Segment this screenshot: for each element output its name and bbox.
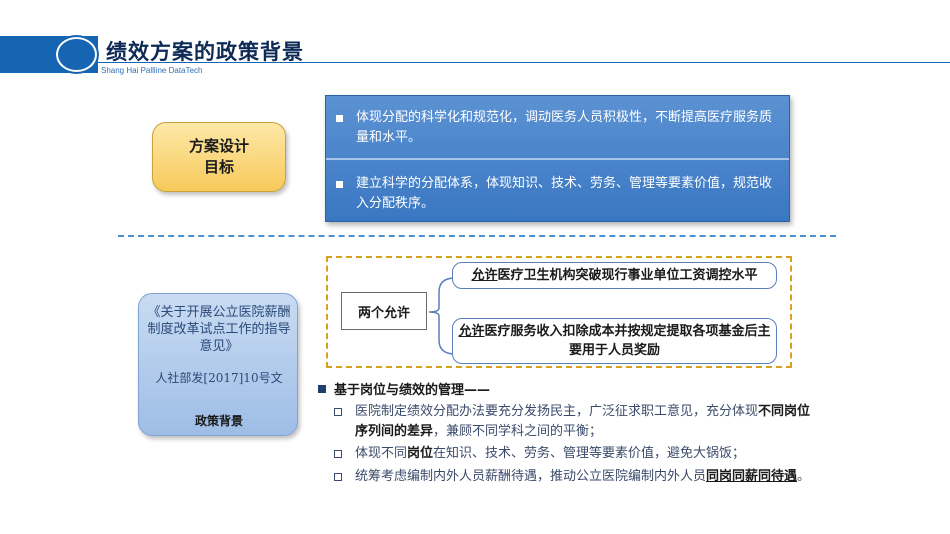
goal-item-text: 体现分配的科学化和规范化，调动医务人员积极性，不断提高医疗服务质量和水平。 bbox=[356, 110, 773, 145]
management-item: 统筹考虑编制内外人员薪酬待遇，推动公立医院编制内外人员同岗同薪同待遇。 bbox=[334, 467, 820, 487]
management-highlight: 岗位 bbox=[407, 446, 434, 461]
goal-separator bbox=[326, 158, 789, 160]
square-bullet-icon bbox=[336, 115, 343, 122]
checkbox-bullet-icon bbox=[334, 473, 342, 481]
goal-label: 方案设计 目标 bbox=[152, 122, 286, 192]
management-text: 体现不同 bbox=[355, 446, 408, 461]
goal-box: 体现分配的科学化和规范化，调动医务人员积极性，不断提高医疗服务质量和水平。 建立… bbox=[325, 95, 790, 222]
goal-item: 体现分配的科学化和规范化，调动医务人员积极性，不断提高医疗服务质量和水平。 bbox=[336, 108, 784, 148]
header-circle-icon bbox=[56, 37, 97, 72]
allow-text: 医疗卫生机构突破现行事业单位工资调控水平 bbox=[497, 268, 758, 283]
allow-keyword: 允许 bbox=[458, 324, 485, 339]
policy-box: 《关于开展公立医院薪酬制度改革试点工作的指导意见》 人社部发[2017]10号文… bbox=[138, 293, 298, 436]
checkbox-bullet-icon bbox=[334, 408, 342, 416]
management-text: 统筹考虑编制内外人员薪酬待遇，推动公立医院编制内外人员 bbox=[355, 469, 707, 484]
allow-keyword: 允许 bbox=[471, 268, 498, 283]
checkbox-bullet-icon bbox=[334, 450, 342, 458]
goal-item: 建立科学的分配体系，体现知识、技术、劳务、管理等要素价值，规范收入分配秩序。 bbox=[336, 174, 784, 214]
management-item: 医院制定绩效分配办法要充分发扬民主，广泛征求职工意见，充分体现不同岗位序列间的差… bbox=[334, 402, 820, 442]
policy-doc-number: 人社部发[2017]10号文 bbox=[155, 371, 283, 385]
square-bullet-icon bbox=[318, 385, 326, 393]
management-text: 在知识、技术、劳务、管理等要素价值，避免大锅饭； bbox=[433, 446, 746, 461]
allow-text: 医疗服务收入扣除成本并按规定提取各项基金后主要用于人员奖励 bbox=[484, 324, 771, 358]
management-highlight: 不同岗位序列间的差异 bbox=[355, 404, 811, 439]
management-text: ，兼顾不同学科之间的平衡； bbox=[433, 424, 603, 439]
management-text: 医院制定绩效分配办法要充分发扬民主，广泛征求职工意见，充分体现 bbox=[355, 404, 759, 419]
management-heading-text: 基于岗位与绩效的管理—— bbox=[334, 383, 491, 398]
page-title: 绩效方案的政策背景 bbox=[106, 40, 304, 64]
two-allow-label: 两个允许 bbox=[341, 292, 427, 330]
management-highlight: 同岗同薪同待遇 bbox=[706, 469, 798, 484]
allow-frame bbox=[326, 256, 792, 368]
management-text: 。 bbox=[797, 469, 811, 484]
policy-label: 政策背景 bbox=[194, 414, 243, 428]
allow-item: 允许医疗服务收入扣除成本并按规定提取各项基金后主要用于人员奖励 bbox=[452, 318, 777, 364]
policy-doc-title: 《关于开展公立医院薪酬制度改革试点工作的指导意见》 bbox=[147, 305, 291, 354]
bracket-connector-icon bbox=[428, 277, 456, 355]
section-divider bbox=[118, 235, 836, 237]
header-rule bbox=[98, 62, 950, 63]
allow-item: 允许医疗卫生机构突破现行事业单位工资调控水平 bbox=[452, 262, 777, 289]
square-bullet-icon bbox=[336, 181, 343, 188]
management-heading: 基于岗位与绩效的管理—— bbox=[318, 379, 490, 398]
page-subtitle: Shang Hai Pallline DataTech bbox=[101, 66, 203, 75]
management-item: 体现不同岗位在知识、技术、劳务、管理等要素价值，避免大锅饭； bbox=[334, 444, 820, 464]
goal-item-text: 建立科学的分配体系，体现知识、技术、劳务、管理等要素价值，规范收入分配秩序。 bbox=[356, 176, 773, 211]
